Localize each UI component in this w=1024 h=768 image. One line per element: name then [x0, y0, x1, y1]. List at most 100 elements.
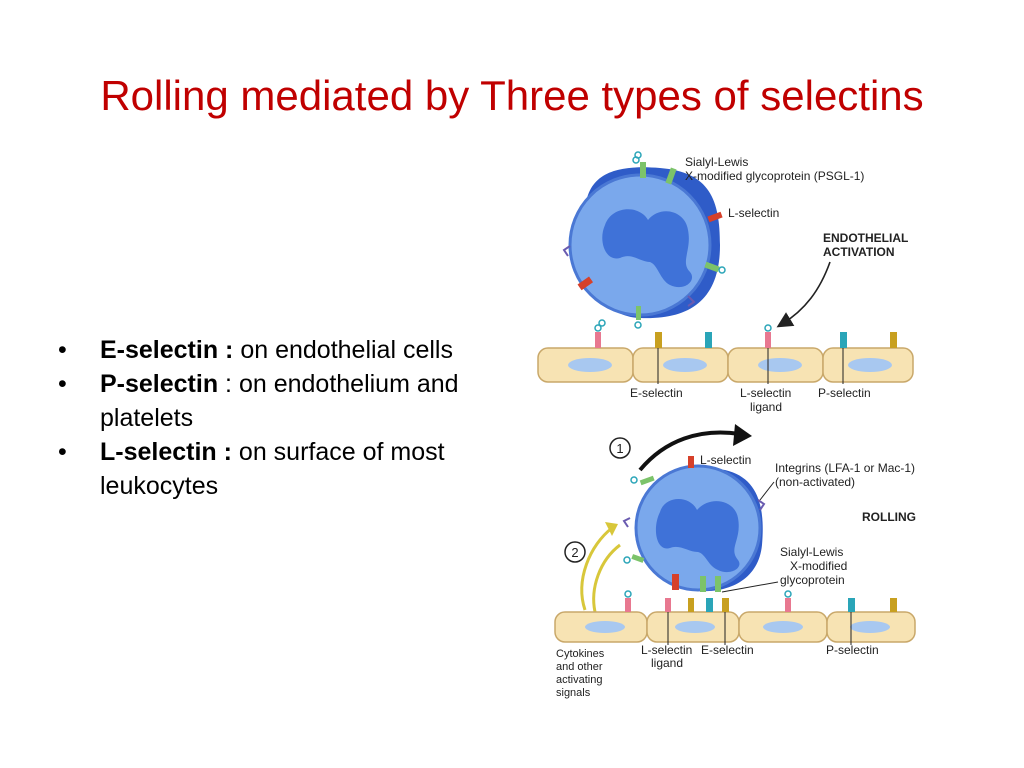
- bullet-p-selectin: •P-selectin : on endothelium and platele…: [58, 367, 508, 435]
- l-selectin-molecule: [688, 456, 694, 468]
- integrins-label-line1: Integrins (LFA-1 or Mac-1): [775, 461, 915, 475]
- psgl-label-line1: Sialyl-Lewis: [685, 155, 748, 169]
- p-selectin-label-bottom: P-selectin: [826, 643, 879, 657]
- bullet-l-selectin: • L-selectin : on surface of most leukocy…: [58, 435, 508, 503]
- e-selectin-molecule: [890, 598, 897, 612]
- cytokines-label-line2: and other: [556, 661, 603, 673]
- endothelial-nucleus: [758, 358, 802, 372]
- p-selectin-molecule: [706, 598, 713, 612]
- bullet-text: on surface of most leukocytes: [100, 438, 445, 500]
- step-2-marker: [564, 541, 586, 563]
- step-1-number: 1: [616, 441, 623, 456]
- e-selectin-label: E-selectin: [630, 386, 683, 400]
- integrin-molecule: [562, 245, 571, 257]
- l-selectin-ligand-molecule: [765, 332, 771, 348]
- step-2-number: 2: [571, 545, 578, 560]
- bullet-text: : on endothelium and platelets: [100, 370, 459, 432]
- signal-arrow: [580, 526, 613, 611]
- psgl-label-line2: X-modified glycoprotein (PSGL-1): [685, 169, 864, 183]
- cytokines-label-line1: Cytokines: [556, 648, 605, 660]
- bottom-panel: 1 2 L-selectin Integrins (LFA-1 or Mac-: [554, 424, 916, 699]
- top-panel: Sialyl-Lewis X-modified glycoprotein (PS…: [537, 151, 914, 414]
- e-selectin-label-bottom: E-selectin: [701, 643, 754, 657]
- cytokines-label-line4: signals: [556, 687, 591, 699]
- sialyl-lewis-glycan: [634, 321, 642, 329]
- integrin-molecule: [757, 499, 766, 511]
- integrins-label-line2: (non-activated): [775, 475, 855, 489]
- l-selectin-ligand-molecule: [665, 598, 671, 612]
- sialyl-label-line2: X-modified: [790, 559, 847, 573]
- slide-title: Rolling mediated by Three types of selec…: [100, 72, 924, 119]
- glycan: [630, 476, 638, 484]
- l-selectin-ligand-molecule: [785, 598, 791, 612]
- p-selectin-molecule: [840, 332, 847, 348]
- cytokines-label-line3: activating: [556, 674, 602, 686]
- leader-line: [759, 481, 775, 501]
- bullet-term: E-selectin :: [100, 336, 234, 364]
- ligand-label-line1-bottom: L-selectin: [641, 643, 692, 657]
- signal-arrow: [592, 543, 621, 613]
- endothelial-nucleus: [850, 621, 890, 633]
- bullet-dot: •: [58, 438, 67, 466]
- sialyl-label-line3: glycoprotein: [780, 573, 845, 587]
- l-selectin-label-bottom: L-selectin: [700, 453, 751, 467]
- endothelial-nucleus: [848, 358, 892, 372]
- sialyl-lewis-glycan: [634, 151, 642, 159]
- glycan: [764, 324, 772, 332]
- integrin-molecule: [687, 295, 696, 307]
- bullet-dot: •: [58, 336, 67, 364]
- endothelial-nucleus: [675, 621, 715, 633]
- glycan: [623, 556, 631, 564]
- integrin-molecule: [622, 517, 631, 528]
- l-selectin-ligand-molecule: [595, 332, 601, 348]
- psgl-molecule: [704, 261, 720, 273]
- rolling-arrow-head: [733, 424, 752, 446]
- e-selectin-molecule: [890, 332, 897, 348]
- nucleus: [602, 209, 693, 288]
- activation-label-line1: ENDOTHELIAL: [823, 231, 908, 245]
- sialyl-label-line1: Sialyl-Lewis: [780, 545, 843, 559]
- glycan: [598, 319, 606, 327]
- bullet-text: on endothelial cells: [233, 336, 453, 364]
- l-selectin-molecule: [577, 276, 594, 291]
- rolling-label: ROLLING: [862, 510, 916, 524]
- sialyl-lewis-glycan: [718, 266, 726, 274]
- ligand-label-line1: L-selectin: [740, 386, 791, 400]
- glycan: [784, 590, 792, 598]
- p-selectin-molecule: [705, 332, 712, 348]
- endothelial-nucleus: [663, 358, 707, 372]
- endothelium-top: [537, 319, 914, 383]
- psgl-molecule: [639, 475, 655, 486]
- glycan: [624, 590, 632, 598]
- l-selectin-ligand-molecule: [625, 598, 631, 612]
- glycan: [594, 324, 602, 332]
- endothelial-nucleus: [585, 621, 625, 633]
- p-selectin-molecule: [848, 598, 855, 612]
- ligand-label-line2: ligand: [750, 400, 782, 414]
- leukocyte-surface-molecules: [562, 151, 726, 329]
- bullet-dot: •: [58, 370, 67, 398]
- leukocyte-bottom: [634, 464, 763, 592]
- psgl-molecule: [700, 576, 706, 592]
- nucleus: [655, 498, 740, 573]
- leukocyte-bottom-molecules: [622, 456, 766, 592]
- activation-arrow: [776, 261, 831, 328]
- psgl-molecule: [665, 167, 677, 185]
- psgl-molecule: [715, 576, 721, 592]
- signal-arrow-head: [605, 522, 618, 536]
- e-selectin-molecule: [688, 598, 694, 612]
- e-selectin-molecule: [722, 598, 729, 612]
- e-selectin-molecule: [655, 332, 662, 348]
- step-1-marker: [609, 437, 631, 459]
- endothelium-bottom: [554, 590, 916, 643]
- psgl-molecule: [631, 554, 645, 563]
- bullet-term: L-selectin :: [100, 438, 232, 466]
- leader-line: [721, 581, 779, 593]
- rolling-arrow: [638, 430, 741, 472]
- ligand-label-line2-bottom: ligand: [651, 656, 683, 670]
- activation-label-line2: ACTIVATION: [823, 245, 895, 259]
- l-selectin-molecule: [707, 211, 723, 223]
- endothelial-nucleus: [568, 358, 612, 372]
- l-selectin-label: L-selectin: [728, 206, 779, 220]
- bullet-e-selectin: • E-selectin : on endothelial cells: [58, 333, 508, 367]
